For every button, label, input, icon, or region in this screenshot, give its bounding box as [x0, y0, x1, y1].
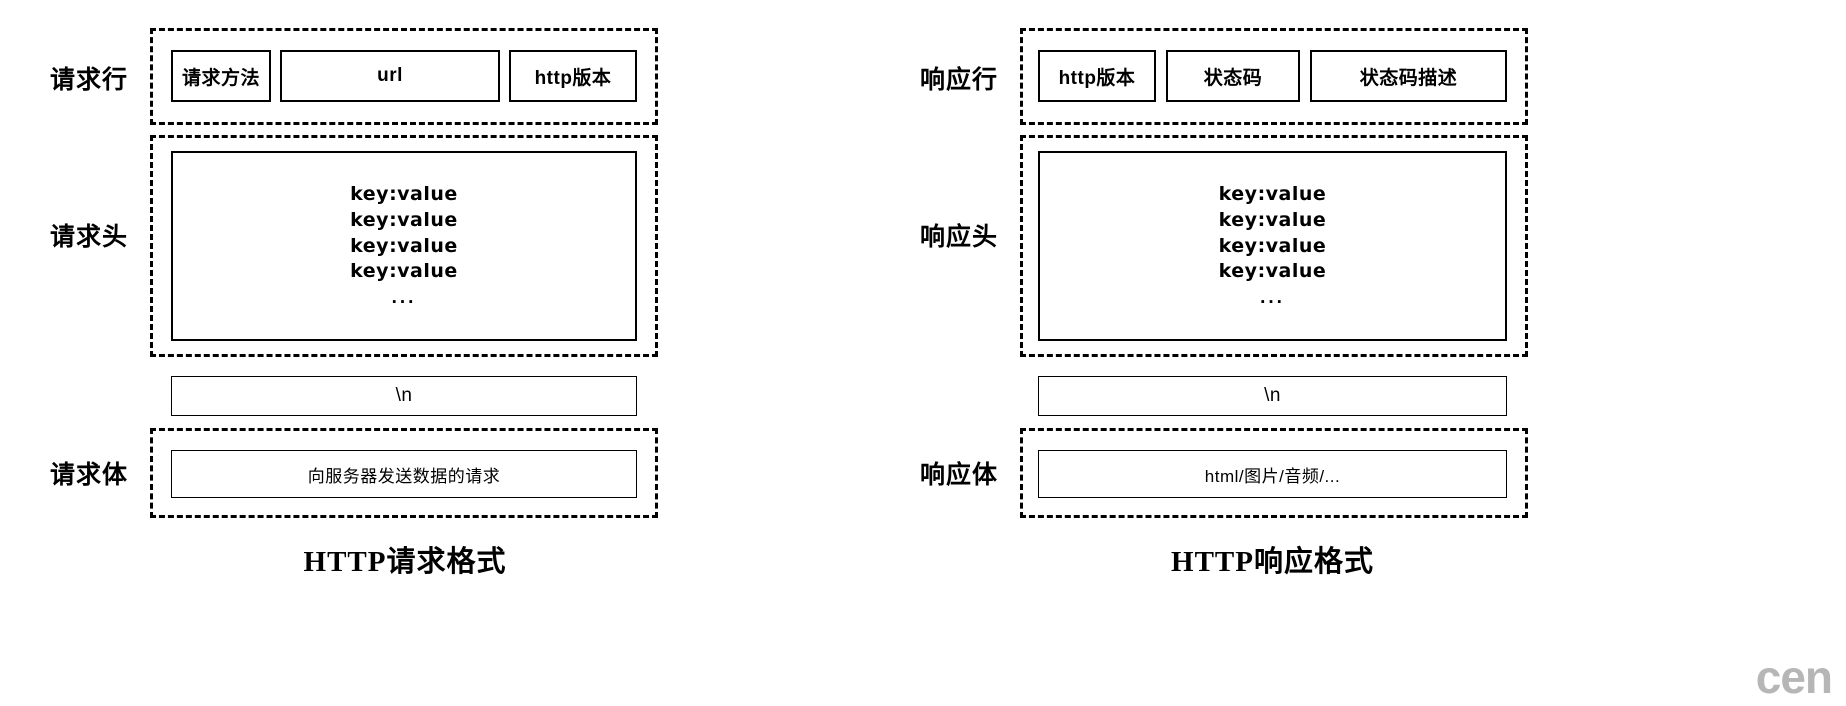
- request-method-cell: 请求方法: [171, 50, 271, 102]
- request-head-group: [150, 135, 658, 357]
- request-head-ellipsis: ...: [391, 286, 417, 308]
- response-head-line-1: key:value: [1218, 183, 1327, 206]
- request-http-version-cell: http版本: [509, 50, 637, 102]
- response-http-version-cell: http版本: [1038, 50, 1156, 102]
- response-head-group: [1020, 135, 1528, 357]
- request-head-label: 请求头: [50, 223, 129, 251]
- response-body-cell: html/图片/音频/...: [1038, 450, 1507, 498]
- response-body-group: [1020, 428, 1528, 518]
- request-line-label: 请求行: [50, 66, 129, 94]
- http-response-panel: 响应行 http版本 状态码 状态码描述 响应头 key:value key:v…: [890, 0, 1780, 706]
- request-body-group: [150, 428, 658, 518]
- watermark-logo: cen: [1755, 651, 1833, 703]
- request-head-line-3: key:value: [350, 234, 458, 257]
- request-head-line-2: key:value: [350, 208, 458, 231]
- response-head-line-3: key:value: [1218, 234, 1327, 257]
- response-head-ellipsis: ...: [1260, 286, 1285, 308]
- response-head-line-4: key:value: [1218, 260, 1327, 283]
- request-head-box: key:value key:value key:value key:value …: [171, 151, 637, 341]
- response-line-group: [1020, 28, 1528, 125]
- request-body-label: 请求体: [50, 461, 129, 489]
- response-head-line-2: key:value: [1218, 208, 1327, 231]
- request-head-line-1: key:value: [350, 183, 458, 206]
- http-request-panel: 请求行 请求方法 url http版本 请求头 key:value key:va…: [25, 0, 915, 706]
- response-head-box: key:value key:value key:value key:value …: [1038, 151, 1507, 341]
- response-body-label: 响应体: [920, 461, 999, 489]
- response-caption: HTTP响应格式: [1171, 546, 1374, 578]
- request-body-cell: 向服务器发送数据的请求: [171, 450, 637, 498]
- response-head-label: 响应头: [920, 223, 999, 251]
- response-status-code-cell: 状态码: [1166, 50, 1300, 102]
- request-caption: HTTP请求格式: [303, 546, 507, 578]
- request-url-cell: url: [280, 50, 500, 102]
- response-status-text-cell: 状态码描述: [1310, 50, 1507, 102]
- request-blank-line-cell: \n: [171, 376, 637, 416]
- response-line-label: 响应行: [920, 66, 999, 94]
- request-line-group: [150, 28, 658, 125]
- request-head-line-4: key:value: [350, 260, 458, 283]
- response-blank-line-cell: \n: [1038, 376, 1507, 416]
